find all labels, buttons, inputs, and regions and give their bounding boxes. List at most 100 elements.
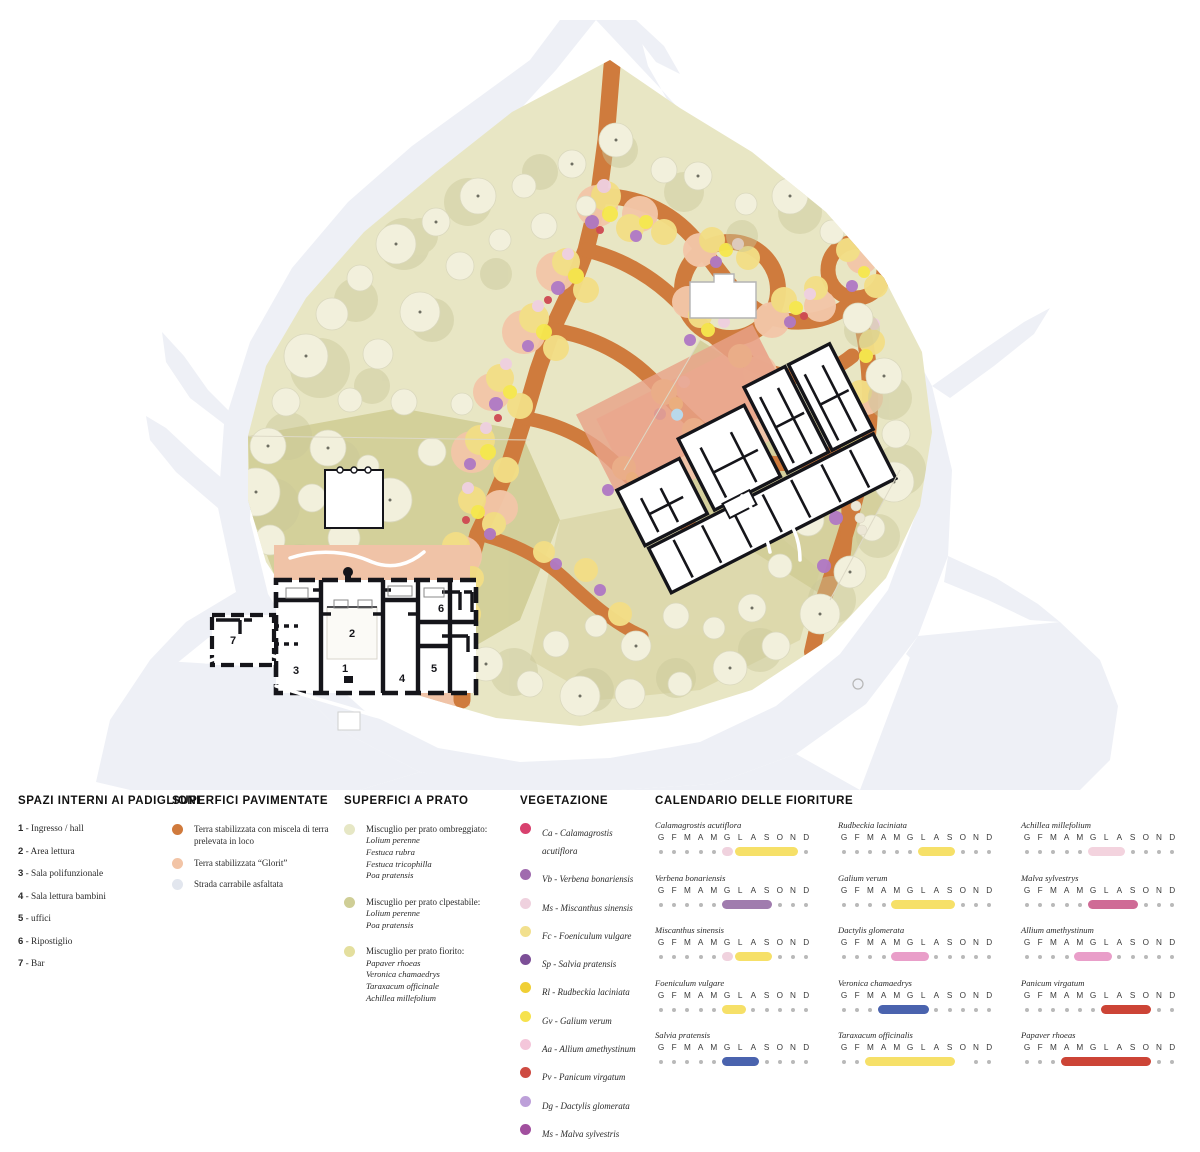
calendar-month-letter: F bbox=[854, 885, 860, 895]
calendar-month-letter: S bbox=[763, 990, 770, 1000]
calendar-month-letter: F bbox=[671, 990, 677, 1000]
calendar-inactive-dot bbox=[711, 1060, 716, 1064]
calendar-month-letter: A bbox=[880, 938, 887, 947]
legend-swatch bbox=[172, 879, 183, 891]
calendar-inactive-dot bbox=[804, 955, 809, 959]
calendar-bloom-track bbox=[838, 1057, 1006, 1068]
calendar-inactive-dot bbox=[947, 1007, 952, 1012]
legend-lawn-species: Taraxacum officinale bbox=[366, 980, 439, 991]
calendar-month-letter: O bbox=[1142, 938, 1149, 947]
calendar-bloom-track bbox=[655, 952, 823, 963]
legend-paving-label: Strada carrabile asfaltata bbox=[194, 879, 283, 890]
legend-swatch bbox=[172, 857, 183, 869]
calendar-month-letter: L bbox=[1103, 885, 1109, 895]
legend-swatch bbox=[520, 869, 531, 881]
calendar-month-letter: D bbox=[1169, 1043, 1176, 1052]
calendar-month-letter: M bbox=[710, 885, 718, 895]
legend-pavimentate-list: Terra stabilizzata con miscela di terra … bbox=[172, 823, 332, 891]
legend-species-item: Fc - Foeniculum vulgare bbox=[520, 925, 650, 944]
legend-species-label: Pv - Panicum virgatum bbox=[542, 1072, 626, 1083]
calendar-inactive-dot bbox=[1038, 1060, 1043, 1064]
calendar-month-letter: M bbox=[893, 1043, 901, 1052]
legend-species-item: Gv - Galium verum bbox=[520, 1010, 650, 1029]
legend-species-label: Ms - Miscanthus sinensis bbox=[542, 902, 633, 913]
room-number-labels: 1 2 3 4 5 6 7 bbox=[230, 603, 444, 685]
calendar-bloom-bar bbox=[721, 1004, 746, 1014]
calendar-month-letter: A bbox=[1063, 938, 1070, 947]
calendar-bloom-bar bbox=[721, 899, 773, 909]
calendar-month-letter: M bbox=[683, 1043, 691, 1052]
calendar-inactive-dot bbox=[1064, 902, 1069, 907]
calendar-inactive-dot bbox=[791, 902, 795, 907]
road-network bbox=[96, 20, 1118, 790]
calendar-inactive-dot bbox=[1170, 902, 1175, 907]
calendar-inactive-dot bbox=[881, 850, 886, 854]
calendar-inactive-dot bbox=[672, 1060, 677, 1064]
calendar-inactive-dot bbox=[1157, 1060, 1161, 1064]
legend-swatch bbox=[344, 896, 355, 908]
legend-lawn-item: Miscuglio per prato clpestabile:Lolium p… bbox=[344, 896, 509, 932]
legend-swatch bbox=[520, 1039, 531, 1051]
calendar-month-letter: A bbox=[1116, 1043, 1123, 1052]
legend-room-number: 4 bbox=[18, 890, 24, 902]
legend-lawn-species: Achillea millefolium bbox=[366, 992, 436, 1003]
calendar-month-letter: S bbox=[946, 938, 953, 947]
calendar-month-letter: F bbox=[671, 885, 677, 895]
calendar-month-letter: G bbox=[723, 938, 731, 947]
calendar-species-name: Verbena bonariensis bbox=[655, 872, 726, 883]
calendar-inactive-dot bbox=[804, 1007, 809, 1012]
calendar-month-letter: G bbox=[840, 938, 848, 947]
calendar-month-letter: N bbox=[973, 885, 979, 895]
calendar-month-letter: M bbox=[866, 833, 874, 842]
legend-room-number: 1 bbox=[18, 823, 24, 834]
calendar-month-letter: A bbox=[1063, 885, 1070, 895]
legend-species-label: Vb - Verbena bonariensis bbox=[542, 874, 634, 885]
calendar-inactive-dot bbox=[960, 902, 965, 907]
calendar-inactive-dot bbox=[934, 1007, 939, 1012]
calendar-month-letter: N bbox=[1156, 833, 1162, 842]
legend-swatch bbox=[520, 1067, 531, 1079]
calendar-month-letter: G bbox=[723, 1043, 731, 1052]
calendar-month-letter: S bbox=[1129, 1043, 1136, 1052]
calendar-month-letter: F bbox=[854, 938, 860, 947]
calendar-inactive-dot bbox=[1051, 902, 1056, 907]
legend-room-number: 3 bbox=[18, 868, 24, 879]
calendar-month-letter: A bbox=[933, 938, 940, 947]
calendar-month-letter: S bbox=[763, 885, 770, 895]
calendar-month-letter: M bbox=[683, 990, 691, 1000]
calendar-inactive-dot bbox=[842, 955, 846, 959]
calendar-month-letter: L bbox=[920, 833, 926, 842]
calendar-month-letter: D bbox=[986, 938, 993, 947]
calendar-bloom-bar bbox=[891, 952, 929, 961]
calendar-month-letter: A bbox=[1063, 833, 1070, 842]
legend-room-item: 1 - Ingresso / hall bbox=[18, 823, 168, 834]
room-label-3: 3 bbox=[293, 665, 299, 677]
calendar-inactive-dot bbox=[659, 902, 663, 907]
calendar-month-letter: A bbox=[750, 833, 757, 842]
calendar-month-letter: G bbox=[657, 938, 665, 947]
calendar-inactive-dot bbox=[659, 1007, 663, 1012]
calendar-bloom-bar bbox=[721, 847, 733, 856]
calendar-month-letter: M bbox=[893, 885, 901, 895]
legend-species-label: Ca - Calamagrostis acutiflora bbox=[542, 828, 613, 856]
calendar-bloom-track bbox=[655, 899, 823, 911]
calendar-inactive-dot bbox=[659, 850, 663, 854]
calendar-bloom-track bbox=[838, 952, 1006, 963]
calendar-inactive-dot bbox=[855, 1060, 860, 1064]
calendar-month-letter: M bbox=[893, 833, 901, 842]
calendar-month-letter: A bbox=[697, 885, 704, 895]
calendar-inactive-dot bbox=[1117, 955, 1122, 959]
calendar-month-letter: D bbox=[1169, 990, 1176, 1000]
calendar-inactive-dot bbox=[698, 902, 703, 907]
calendar-inactive-dot bbox=[1025, 902, 1029, 907]
calendar-inactive-dot bbox=[868, 902, 873, 907]
